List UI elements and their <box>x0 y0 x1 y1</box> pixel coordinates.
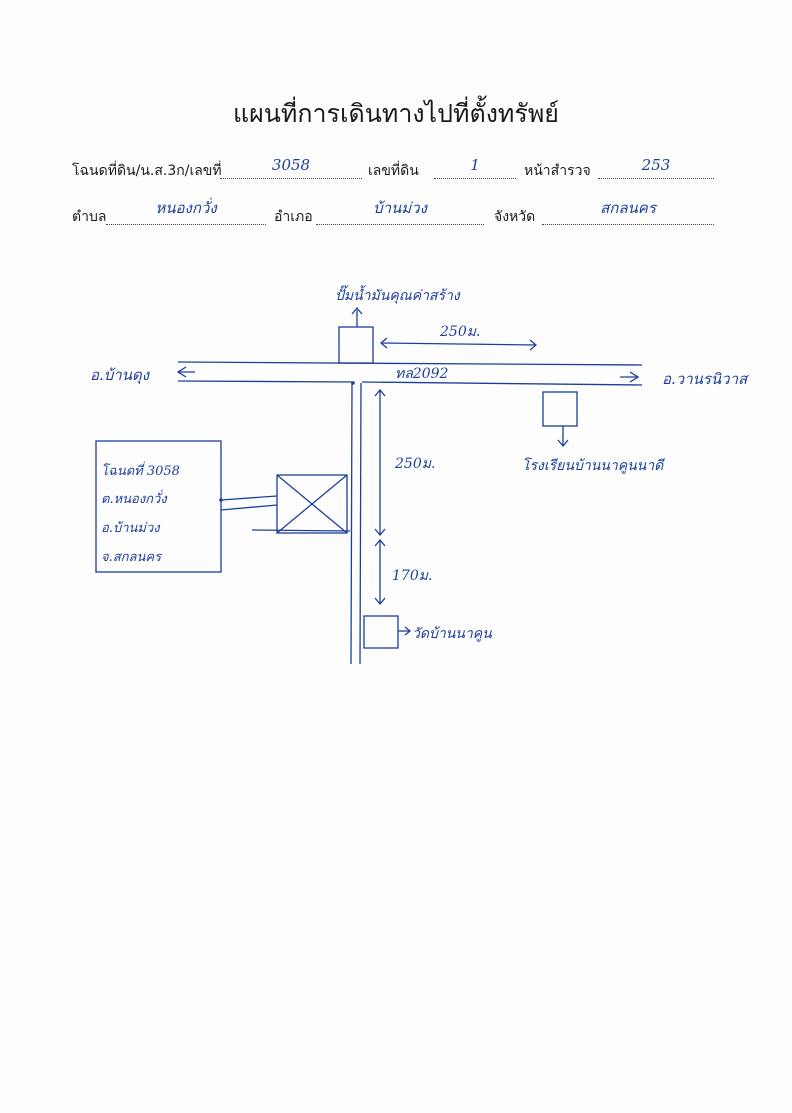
land-plot <box>276 474 348 534</box>
plot-access-line <box>251 529 351 532</box>
district-field: บ้านม่วง <box>316 198 484 225</box>
dist-arrow-up-2 <box>374 538 386 547</box>
gas-arrow-head <box>351 306 363 315</box>
land-no-field: 1 <box>434 152 516 179</box>
deed-value: 3058 <box>271 156 311 174</box>
school-label: โรงเรียนบ้านนาคูนนาดี <box>522 457 665 474</box>
road-label: ทล2092 <box>395 366 449 382</box>
left-destination-label: อ.บ้านดุง <box>90 366 151 384</box>
subdistrict-value: หนองกวั่ง <box>155 199 217 217</box>
deed-label: โฉนดที่ดิน/น.ส.3ก/เลขที่ <box>72 163 222 179</box>
district-label: อำเภอ <box>274 209 313 225</box>
subdistrict-field: หนองกวั่ง <box>106 198 266 225</box>
dist-arrow-right <box>529 339 538 351</box>
province-field: สกลนคร <box>542 198 714 225</box>
side-road-left-edge <box>350 382 353 665</box>
survey-page-field: 253 <box>598 152 714 179</box>
info-line-2: ต.หนองกวั่ง <box>101 489 168 507</box>
gas-station-box <box>338 326 374 364</box>
top-distance-line <box>380 342 537 346</box>
right-destination-label: อ.วานรนิวาส <box>662 370 750 388</box>
header-row-2: ตำบล หนองกวั่ง อำเภอ บ้านม่วง จังหวัด สก… <box>72 199 722 228</box>
road-bottom-edge-left <box>177 380 355 383</box>
dist-arrow-down-2 <box>374 597 386 606</box>
side-road-right-edge <box>359 382 362 665</box>
info-line-4: จ.สกลนคร <box>101 550 163 565</box>
road-bottom-edge-right <box>361 381 643 386</box>
school-arrow-head <box>557 439 569 448</box>
district-value: บ้านม่วง <box>373 199 427 217</box>
info-pointer-2 <box>220 504 278 511</box>
vertical-distance-2-label: 170ม. <box>392 568 432 584</box>
info-pointer-1 <box>220 495 278 501</box>
vertical-distance-1-label: 250ม. <box>394 456 435 472</box>
temple-label: วัดบ้านนาคูน <box>412 626 492 642</box>
subdistrict-label: ตำบล <box>72 209 107 225</box>
temple-box <box>363 615 399 649</box>
survey-page-value: 253 <box>641 156 671 174</box>
road-top-edge <box>177 361 643 366</box>
junction-dot <box>351 381 355 385</box>
deed-field: 3058 <box>220 152 362 179</box>
info-box <box>95 440 222 573</box>
school-box <box>542 391 578 427</box>
plot-cross-2 <box>276 474 348 534</box>
info-line-3: อ.บ้านม่วง <box>101 521 161 536</box>
temple-arrow-head <box>404 626 412 636</box>
info-line-1: โฉนดที่ 3058 <box>101 461 180 479</box>
dist-arrow-down-1 <box>374 528 386 537</box>
page-title: แผนที่การเดินทางไปที่ตั้งทรัพย์ <box>233 99 559 128</box>
survey-page-label: หน้าสำรวจ <box>524 163 591 179</box>
dist-arrow-left <box>379 337 388 349</box>
province-value: สกลนคร <box>600 199 656 217</box>
top-distance-label: 250ม. <box>439 324 480 340</box>
province-label: จังหวัด <box>494 209 536 225</box>
dist-arrow-up <box>374 388 386 397</box>
info-dot <box>219 498 223 502</box>
gas-station-label: ปั๊มน้ำมันคุณค่าสร้าง <box>335 285 461 304</box>
header-row-1: โฉนดที่ดิน/น.ส.3ก/เลขที่ 3058 เลขที่ดิน … <box>72 156 722 182</box>
land-no-label: เลขที่ดิน <box>368 163 419 179</box>
land-no-value: 1 <box>470 156 480 174</box>
